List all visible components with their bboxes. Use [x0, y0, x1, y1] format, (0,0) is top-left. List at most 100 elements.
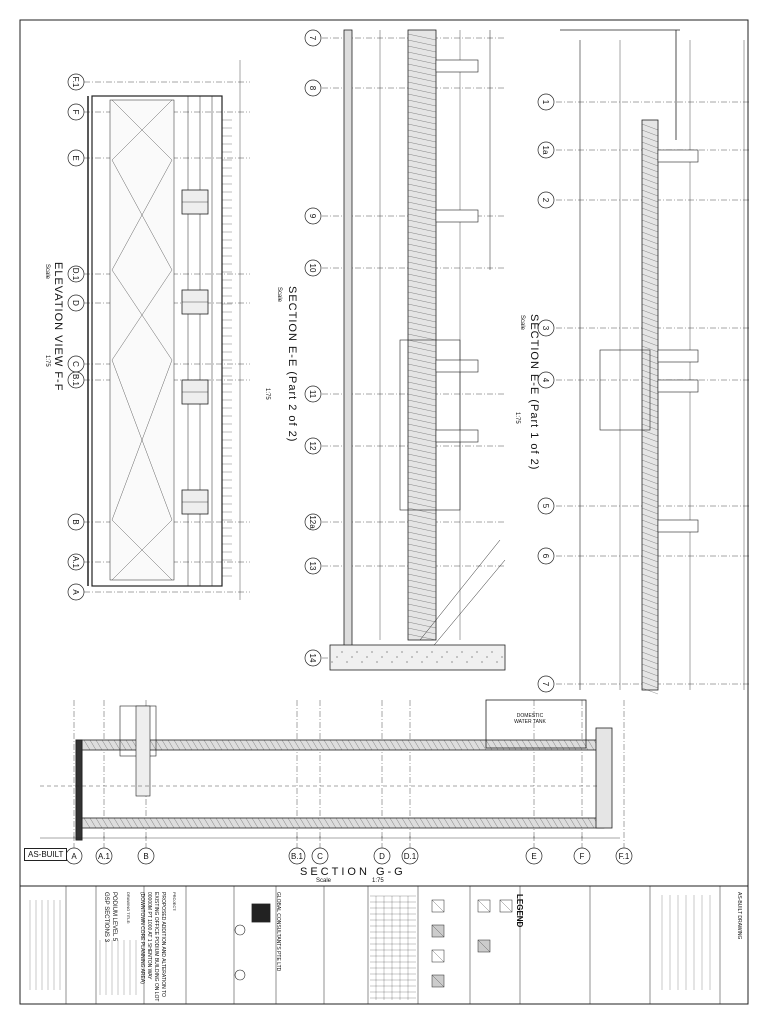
section-gg-hatch	[191, 817, 199, 829]
section-gg-hatch	[125, 739, 133, 751]
elevation-grid-bubble	[67, 265, 85, 283]
section-gg-hatch	[491, 817, 499, 829]
section-ee2-hatch	[407, 201, 437, 209]
section-gg-hatch	[419, 817, 427, 829]
ground-dot	[446, 651, 448, 653]
section-gg-hatch	[521, 817, 529, 829]
title-block	[19, 885, 749, 1005]
section-gg-hatch	[173, 739, 181, 751]
section-ee1-hatch	[641, 615, 659, 623]
section-gg-hatch	[335, 739, 343, 751]
section-gg-hatch	[95, 817, 103, 829]
section-gg-grid-bubble	[615, 847, 633, 865]
section-ee1-grid-bubble-label: 7	[541, 682, 550, 687]
stamp-seal	[234, 924, 246, 936]
section-ee2-hatch	[407, 159, 437, 167]
section-ee1-hatch	[641, 465, 659, 473]
ground-dot	[481, 661, 483, 663]
section-ee2-hatch	[407, 483, 437, 491]
section-ee2-hatch	[407, 117, 437, 125]
section-gg-hatch	[449, 817, 457, 829]
project-description: PROPOSED ADDITION AND ALTERATION TO EXIS…	[139, 892, 166, 1002]
section-ee1-hatch	[641, 231, 659, 239]
section-ee1-hatch	[641, 447, 659, 455]
elevation-grid-bubble-label: C	[71, 361, 80, 367]
section-ee2-beam	[435, 359, 479, 373]
section-gg-grid-bubble-label: D.1	[404, 852, 417, 861]
section-ee1-hatch	[641, 591, 659, 599]
section-ee2-hatch	[407, 123, 437, 131]
section-gg-hatch	[305, 739, 313, 751]
section-ee2-slab	[343, 29, 353, 661]
ground-dot	[336, 656, 338, 658]
section-ee2-stair	[429, 559, 506, 651]
section-ee1-hatch	[641, 597, 659, 605]
section-ee2-hatch	[407, 321, 437, 329]
section-gg-hatch	[527, 817, 535, 829]
section-ee2-hatch	[407, 435, 437, 443]
section-gg-hatch	[245, 817, 253, 829]
legend-hatch	[431, 974, 445, 988]
section-ee2-hatch	[407, 357, 437, 365]
section-ee2-hatch	[407, 339, 437, 347]
section-gg-hatch	[383, 739, 391, 751]
section-gg-hatch	[311, 739, 319, 751]
section-gg-hatch	[431, 817, 439, 829]
section-ee1-hatch	[641, 459, 659, 467]
section-gg-hatch	[137, 817, 145, 829]
section-ee-part1-title: SECTION E-E (Part 1 of 2)	[528, 314, 540, 471]
section-ee1-hatch	[641, 243, 659, 251]
section-gg-hatch	[131, 817, 139, 829]
brace-line	[111, 359, 173, 521]
section-ee2-hatch	[407, 363, 437, 371]
section-ee2-grid-bubble	[304, 207, 322, 225]
section-ee2-grid-bubble	[304, 513, 322, 531]
section-ee1-hatch	[641, 483, 659, 491]
section-gg-hatch	[461, 817, 469, 829]
section-gg-hatch	[293, 817, 301, 829]
section-gg-hatch	[401, 739, 409, 751]
section-gg-hatch	[281, 739, 289, 751]
section-ee-part1-scale-value: 1:75	[514, 412, 520, 424]
section-gg-hatch	[581, 817, 589, 829]
section-gg-hatch	[215, 817, 223, 829]
section-gg-hatch	[419, 739, 427, 751]
section-gg-hatch	[203, 739, 211, 751]
section-ee2-hatch	[407, 213, 437, 221]
legend-title: LEGEND	[515, 894, 524, 928]
stamp-seal	[234, 969, 246, 981]
section-gg-scale-value: 1:75	[372, 878, 384, 884]
section-ee2-hatch	[407, 531, 437, 539]
section-ee1-hatch	[641, 507, 659, 515]
legend-hatch	[431, 899, 445, 913]
section-gg-hatch	[245, 739, 253, 751]
section-gg-hatch	[467, 817, 475, 829]
section-ee1-grid-bubble	[537, 141, 555, 159]
section-ee1-hatch	[641, 657, 659, 665]
section-ee2-hatch	[407, 105, 437, 113]
section-ee1-hatch	[641, 609, 659, 617]
section-ee2-grid-bubble-label: 11	[308, 390, 317, 399]
section-ee2-hatch	[407, 525, 437, 533]
section-gg-grid-bubble-label: A	[71, 852, 77, 861]
section-ee1-hatch	[641, 255, 659, 263]
section-gg-hatch	[233, 817, 241, 829]
section-ee2-hatch	[407, 465, 437, 473]
section-ee1-hatch	[641, 273, 659, 281]
section-gg-grid-bubble	[373, 847, 391, 865]
legend-hatch	[477, 899, 491, 913]
section-ee1-hatch	[641, 687, 659, 695]
elevation-grid-bubble	[67, 294, 85, 312]
section-ee2-hatch	[407, 225, 437, 233]
ground-dot	[486, 656, 488, 658]
section-ee2-hatch	[407, 579, 437, 587]
section-ee1-beam	[657, 149, 699, 163]
section-ee2-hatch	[407, 99, 437, 107]
section-gg-hatch	[539, 817, 547, 829]
section-ee2-hatch	[407, 387, 437, 395]
section-ee2-hatch	[407, 423, 437, 431]
ground-dot	[366, 656, 368, 658]
ground-dot	[456, 656, 458, 658]
section-ee2-hatch	[407, 489, 437, 497]
